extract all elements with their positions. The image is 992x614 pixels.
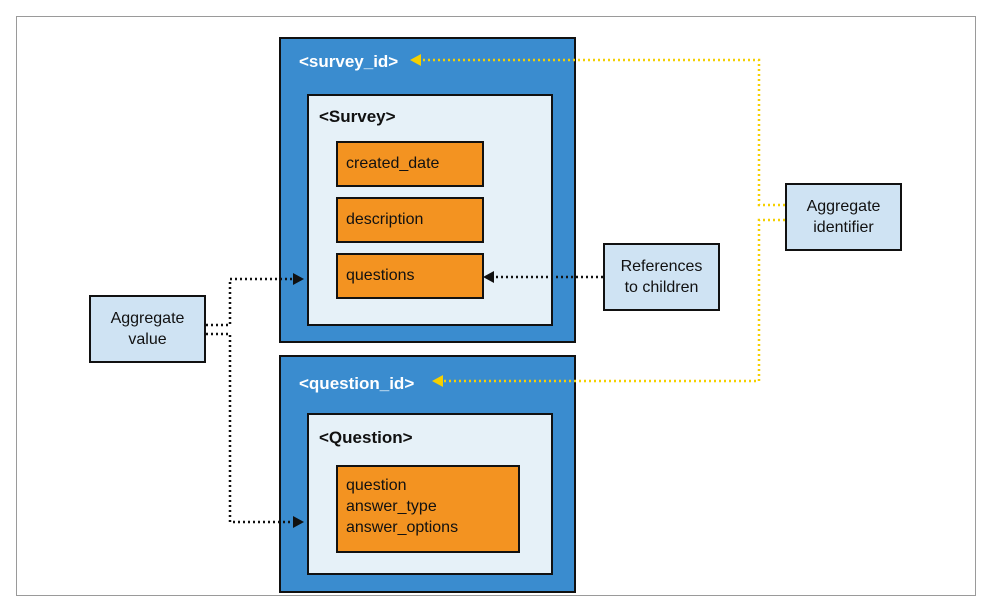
identifier-arrowhead-question [432,375,443,387]
aggregate-identifier-line-1: Aggregate [806,198,881,215]
references-line-1: References [620,258,703,275]
question-aggregate-box: <question_id> <Question> question answer… [279,355,576,593]
aggregate-value-line-2: value [128,331,167,348]
references-arrowhead [483,271,494,283]
value-arrowhead-question [293,516,304,528]
aggregate-value-line-1: Aggregate [110,310,185,327]
question-entity-box: <Question> question answer_type answer_o… [307,413,553,575]
aggregate-identifier-line-2: identifier [813,219,874,236]
field-answer-options-text: answer_options [346,519,459,536]
survey-id-label: <survey_id> [299,52,399,71]
identifier-connector-question [442,218,785,383]
value-connector-survey [206,277,293,327]
references-note: References to children [603,243,720,311]
value-connector-question [206,332,293,524]
question-id-label: <question_id> [299,374,415,393]
question-entity-label: <Question> [319,428,413,447]
field-questions: questions [336,253,484,299]
identifier-arrowhead-survey [410,54,421,66]
references-line-2: to children [624,279,699,296]
field-description: description [336,197,484,243]
field-answer-type-text: answer_type [346,498,437,515]
survey-entity-box: <Survey> created_date description questi… [307,94,553,326]
survey-aggregate-box: <survey_id> <Survey> created_date descri… [279,37,576,343]
field-question-text: question [346,477,407,494]
aggregate-identifier-note: Aggregate identifier [785,183,902,251]
survey-entity-label: <Survey> [319,107,396,126]
field-question-group: question answer_type answer_options [336,465,520,553]
field-questions-text: questions [346,267,415,284]
aggregate-value-note: Aggregate value [89,295,206,363]
field-created-date: created_date [336,141,484,187]
value-arrowhead-survey [293,273,304,285]
identifier-connector-survey [420,58,785,207]
field-description-text: description [346,211,424,228]
field-created-date-text: created_date [346,155,440,172]
